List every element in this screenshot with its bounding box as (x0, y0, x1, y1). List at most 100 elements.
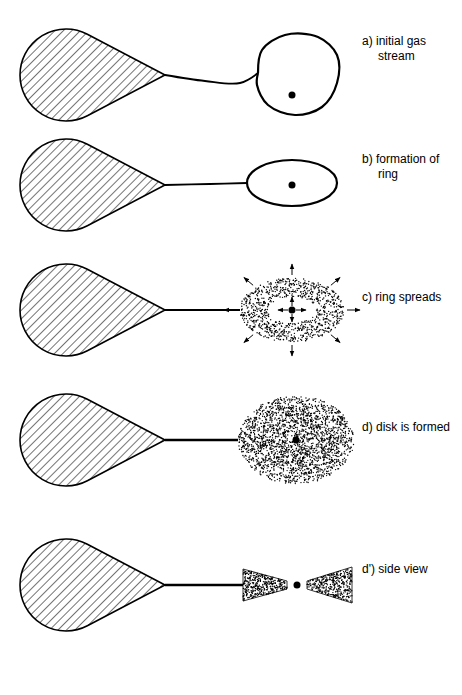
stipple-dot (313, 455, 314, 456)
stipple-dot (324, 312, 325, 313)
gas-ring (247, 160, 337, 206)
stipple-dot (312, 299, 313, 300)
stipple-dot (270, 445, 271, 446)
stipple-dot (312, 443, 313, 444)
stipple-dot (281, 447, 282, 448)
stipple-dot (250, 432, 251, 433)
stipple-dot (284, 444, 285, 445)
stipple-dot (299, 285, 300, 286)
stipple-dot (324, 401, 325, 402)
stipple-dot (285, 474, 286, 475)
stipple-dot (296, 468, 297, 469)
stipple-dot (336, 303, 337, 304)
stipple-dot (330, 301, 331, 302)
stipple-dot (251, 444, 252, 445)
stipple-dot (239, 441, 240, 442)
stipple-dot (307, 418, 308, 419)
stipple-dot (317, 313, 318, 314)
stipple-dot (275, 322, 276, 323)
stipple-dot (251, 292, 252, 293)
stipple-dot (300, 282, 301, 283)
stipple-dot (310, 464, 311, 465)
stipple-dot (335, 311, 336, 312)
stipple-dot (302, 461, 303, 462)
stipple-dot (332, 297, 333, 298)
stipple-dot (298, 445, 299, 446)
stipple-dot (269, 328, 270, 329)
stipple-dot (248, 310, 249, 311)
stipple-dot (294, 444, 295, 445)
stipple-dot (318, 336, 319, 337)
stipple-dot (308, 476, 309, 477)
stipple-dot (303, 447, 304, 448)
stipple-dot (257, 295, 258, 296)
stipple-dot (288, 278, 289, 279)
stipple-dot (266, 292, 267, 293)
stipple-dot (310, 420, 311, 421)
stipple-dot (340, 307, 341, 308)
stipple-dot (254, 426, 255, 427)
stipple-dot (265, 303, 266, 304)
roche-lobe (20, 394, 165, 486)
stipple-dot (310, 414, 311, 415)
stipple-dot (319, 413, 320, 414)
stipple-dot (258, 287, 259, 288)
stipple-dot (288, 461, 289, 462)
stipple-dot (263, 315, 264, 316)
stipple-dot (249, 325, 250, 326)
stipple-dot (253, 316, 254, 317)
stipple-dot (337, 421, 338, 422)
stipple-dot (288, 331, 289, 332)
stipple-dot (324, 440, 325, 441)
stipple-dot (280, 332, 281, 333)
stipple-dot (292, 407, 293, 408)
stipple-dot (276, 294, 277, 295)
stipple-dot (314, 417, 315, 418)
stipple-dot (250, 299, 251, 300)
stipple-dot (324, 304, 325, 305)
stipple-dot (333, 296, 334, 297)
stipple-dot (315, 447, 316, 448)
stipple-dot (270, 328, 271, 329)
stipple-dot (283, 435, 284, 436)
stipple-dot (317, 287, 318, 288)
stipple-dot (246, 434, 247, 435)
stipple-dot (300, 335, 301, 336)
stipple-dot (337, 441, 338, 442)
stipple-dot (247, 295, 248, 296)
stipple-dot (274, 442, 275, 443)
stipple-dot (258, 445, 259, 446)
stipple-dot (271, 332, 272, 333)
stipple-dot (264, 312, 265, 313)
stipple-dot (304, 480, 305, 481)
stipple-dot (292, 293, 293, 294)
stipple-dot (331, 467, 332, 468)
stipple-dot (343, 306, 344, 307)
stipple-dot (281, 325, 282, 326)
stipple-dot (277, 429, 278, 430)
stipple-dot (296, 434, 297, 435)
stipple-dot (323, 462, 324, 463)
stipple-dot (316, 453, 317, 454)
stipple-dot (252, 314, 253, 315)
stipple-dot (305, 283, 306, 284)
stipple-dot (338, 450, 339, 451)
stipple-dot (308, 290, 309, 291)
stipple-dot (322, 334, 323, 335)
stipple-dot (268, 440, 269, 441)
stipple-dot (254, 291, 255, 292)
stipple-dot (303, 464, 304, 465)
stipple-dot (302, 458, 303, 459)
stipple-dot (245, 455, 246, 456)
stipple-dot (278, 338, 279, 339)
stipple-dot (286, 459, 287, 460)
stipple-dot (252, 306, 253, 307)
stipple-dot (268, 314, 269, 315)
stipple-dot (312, 426, 313, 427)
stipple-dot (325, 322, 326, 323)
stipple-dot (278, 401, 279, 402)
stipple-dot (334, 303, 335, 304)
stipple-dot (317, 282, 318, 283)
stipple-dot (334, 311, 335, 312)
stipple-dot (297, 417, 298, 418)
